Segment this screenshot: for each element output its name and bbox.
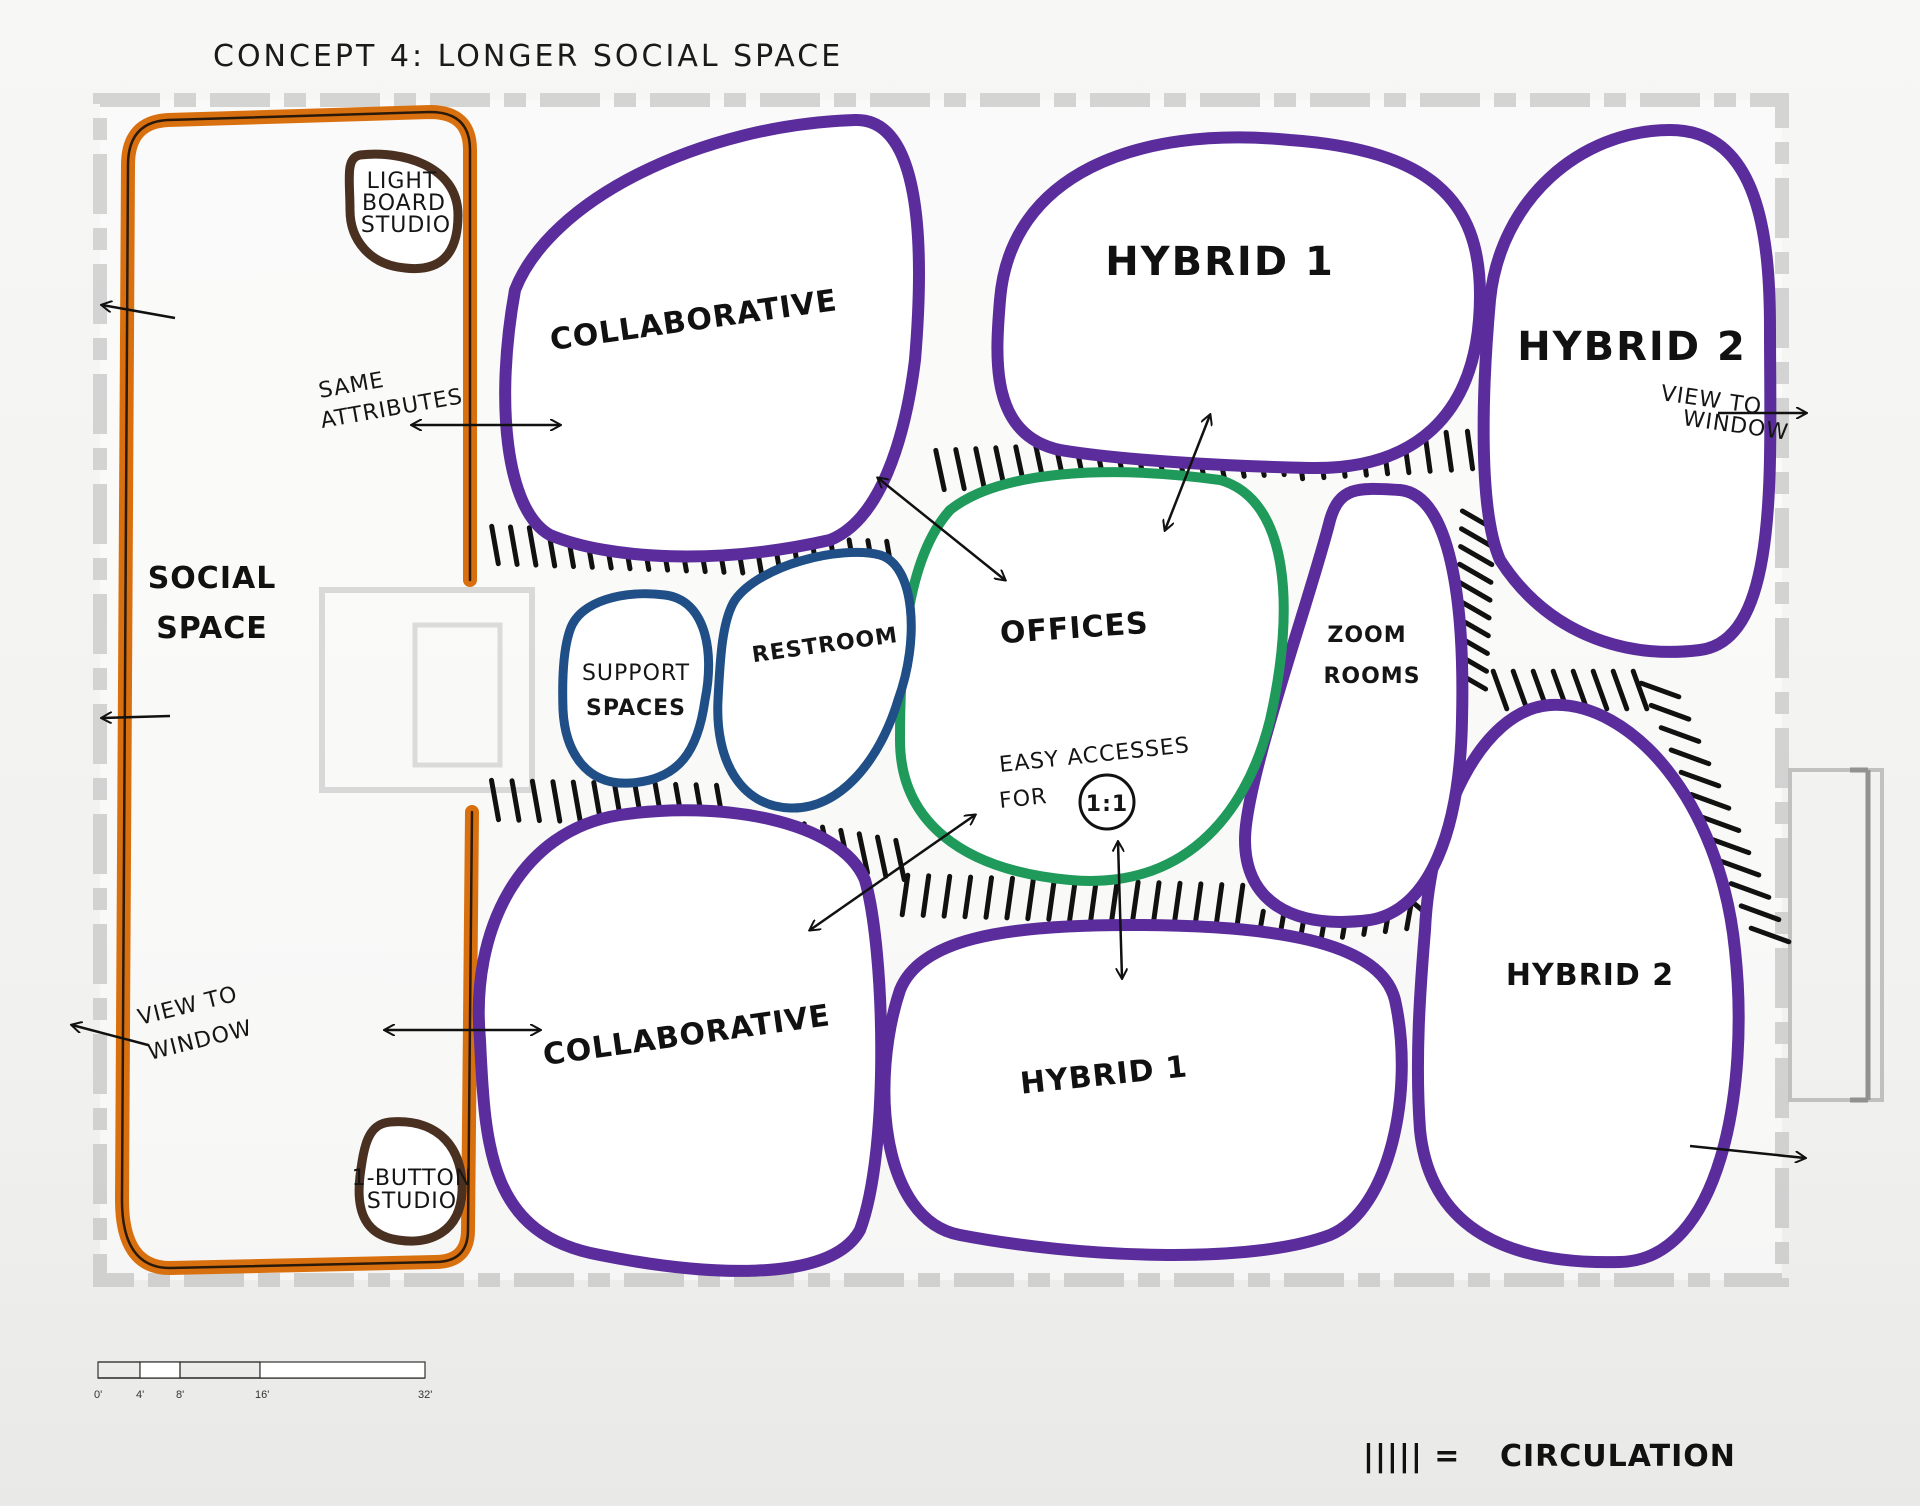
circulation-stroke bbox=[1088, 878, 1099, 923]
one-button-label-line2: STUDIO bbox=[367, 1189, 457, 1214]
circulation-stroke bbox=[508, 524, 520, 567]
circulation-stroke bbox=[1718, 858, 1762, 878]
scale-tick-0: 0' bbox=[94, 1389, 102, 1401]
hybrid2-bottom-blob bbox=[1411, 698, 1745, 1269]
circulation-stroke bbox=[1748, 925, 1792, 945]
circulation-stroke bbox=[1192, 881, 1204, 927]
collab-offices-arrow bbox=[878, 478, 1005, 580]
circulation-stroke bbox=[1234, 882, 1246, 928]
scale-tick-4: 4' bbox=[136, 1389, 144, 1401]
circulation-stroke bbox=[1738, 903, 1782, 923]
legend-symbol: ||||| = bbox=[1363, 1439, 1460, 1474]
circulation-stroke bbox=[1648, 702, 1692, 722]
circulation-stroke bbox=[1510, 668, 1530, 712]
circulation-legend: ||||| = CIRCULATION bbox=[1363, 1439, 1736, 1474]
easy-access-line2: FOR bbox=[998, 784, 1049, 814]
support-spaces-label-line1: SUPPORT bbox=[582, 661, 690, 686]
hybrid1-top-label: HYBRID 1 bbox=[1105, 239, 1335, 285]
social-space-label-line1: SOCIAL bbox=[148, 561, 277, 596]
support-spaces-blob bbox=[558, 589, 714, 788]
hybrid1-bottom-blob bbox=[878, 919, 1408, 1261]
light-board-label-line2: BOARD bbox=[362, 191, 446, 216]
circulation-stroke bbox=[570, 779, 583, 824]
hybrid1-offices-arrow bbox=[1165, 415, 1210, 530]
circulation-stroke bbox=[1610, 668, 1630, 712]
hybrid1-top-blob bbox=[991, 131, 1486, 475]
one-to-one-badge-text: 1:1 bbox=[1086, 792, 1128, 817]
circulation-stroke bbox=[489, 777, 501, 823]
hybrid2-bottom-label: HYBRID 2 bbox=[1506, 958, 1674, 993]
circulation-stroke bbox=[1025, 876, 1036, 922]
light-board-studio-outline bbox=[344, 149, 463, 274]
collaborative-top-blob bbox=[499, 113, 925, 563]
circulation-stroke bbox=[1590, 668, 1610, 712]
circulation-stroke bbox=[529, 778, 542, 824]
circulation-stroke bbox=[1688, 792, 1732, 811]
circulation-stroke bbox=[1067, 877, 1078, 923]
scale-tick-8: 8' bbox=[176, 1389, 184, 1401]
circulation-stroke bbox=[1443, 429, 1454, 473]
support-spaces-label-line2: SPACES bbox=[586, 696, 686, 721]
circulation-stroke bbox=[1046, 877, 1057, 922]
window-arrow-mid-left bbox=[102, 716, 171, 718]
circulation-stroke bbox=[526, 525, 539, 568]
circulation-stroke bbox=[1456, 579, 1493, 603]
scale-bar: 0' 4' 8' 16' 32' bbox=[94, 1361, 432, 1401]
light-board-label-line3: STUDIO bbox=[361, 213, 451, 238]
circulation-stroke bbox=[1130, 879, 1141, 925]
circulation-stroke bbox=[1668, 747, 1712, 767]
window-arrow-top-left bbox=[102, 305, 176, 320]
offices-blob bbox=[894, 467, 1289, 886]
scale-tick-16: 16' bbox=[255, 1389, 269, 1401]
zoom-rooms-label-line1: ZOOM bbox=[1327, 623, 1406, 648]
circulation-stroke bbox=[1658, 725, 1702, 744]
drawing-title: CONCEPT 4: LONGER SOCIAL SPACE bbox=[213, 39, 843, 74]
one-button-label-line1: 1-BUTTON bbox=[352, 1166, 473, 1191]
circulation-stroke bbox=[509, 778, 522, 823]
one-to-one-badge bbox=[1078, 773, 1136, 831]
circulation-stroke bbox=[1004, 875, 1015, 921]
exit-arrow-bottom-right bbox=[1689, 1144, 1805, 1158]
circulation-stroke bbox=[1678, 769, 1722, 789]
circulation-stroke bbox=[1638, 680, 1682, 700]
hybrid2-top-blob bbox=[1477, 124, 1777, 658]
circulation-stroke bbox=[983, 875, 994, 920]
circulation-stroke bbox=[489, 523, 501, 567]
offices-hybrid1-bottom-arrow bbox=[1118, 842, 1122, 978]
circulation-stroke bbox=[1459, 526, 1496, 550]
offices-collab-bottom-arrow bbox=[810, 815, 975, 930]
one-button-studio-outline bbox=[354, 1117, 467, 1246]
circulation-stroke bbox=[1490, 668, 1510, 712]
restroom-blob bbox=[713, 547, 916, 813]
legend-label: CIRCULATION bbox=[1500, 1439, 1736, 1474]
relationship-arrows bbox=[72, 305, 1806, 1158]
window-arrow-bottom-left bbox=[72, 1025, 149, 1047]
circulation-stroke bbox=[1698, 814, 1742, 833]
light-board-label-line1: LIGHT bbox=[367, 169, 438, 194]
circulation-stroke bbox=[1708, 836, 1752, 856]
circulation-stroke bbox=[1458, 544, 1495, 568]
zoom-rooms-label-line2: ROOMS bbox=[1323, 664, 1420, 689]
circulation-stroke bbox=[1151, 880, 1162, 925]
social-space-label-line2: SPACE bbox=[156, 611, 268, 646]
circulation-stroke bbox=[1171, 880, 1183, 926]
scale-tick-32: 32' bbox=[418, 1389, 432, 1401]
circulation-stroke bbox=[1457, 561, 1494, 585]
circulation-stroke bbox=[1570, 668, 1590, 712]
circulation-stroke bbox=[1464, 428, 1476, 472]
circulation-stroke bbox=[1630, 668, 1650, 712]
circulation-stroke bbox=[1213, 882, 1225, 927]
space-labels: SOCIAL SPACE LIGHT BOARD STUDIO 1-BUTTON… bbox=[148, 169, 1747, 1214]
circulation-stroke bbox=[550, 779, 563, 824]
social-space-ink-line bbox=[120, 110, 474, 1270]
hybrid2-top-label: HYBRID 2 bbox=[1517, 324, 1747, 370]
circulation-stroke bbox=[1728, 881, 1772, 900]
